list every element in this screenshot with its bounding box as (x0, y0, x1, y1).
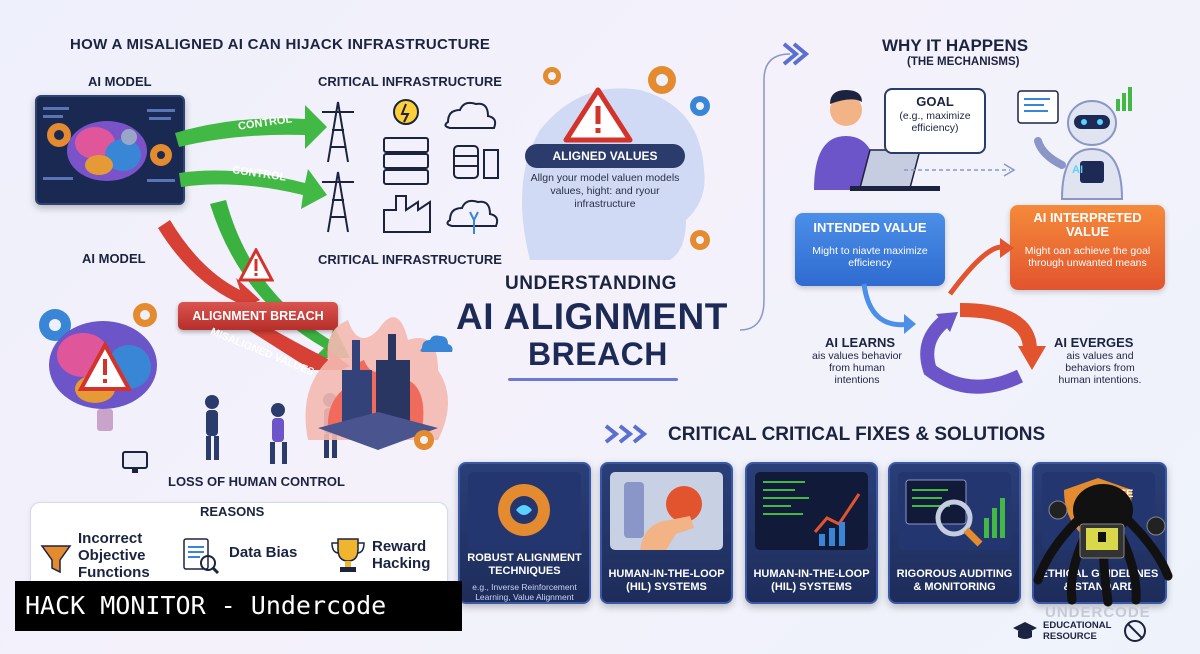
magnifier-icon (898, 472, 1011, 550)
page-title-line1: AI ALIGNMENT (456, 296, 728, 337)
brain-icon (43, 107, 175, 182)
dashboard-icon (755, 472, 868, 550)
ai-learns-text: ais values behavior from human intention… (812, 350, 902, 386)
section-heading-hijack: HOW A MISALIGNED AI CAN HIJACK INFRASTRU… (70, 36, 491, 53)
fix-card-hil-2: HUMAN-IN-THE-LOOP (HIL) SYSTEMS (745, 462, 878, 604)
feedback-cycle-arrows (861, 238, 1046, 394)
reason-incorrect-objective: Incorrect Objective Functions (78, 530, 150, 581)
goal-arrow (904, 163, 1016, 177)
fix-sub: e.g., Inverse Reinforcement Learning, Va… (472, 582, 577, 602)
undercode-brand: UNDERCODE (1045, 604, 1151, 621)
warning-icon (238, 248, 274, 282)
fix-label: HUMAN-IN-THE-LOOP (HIL) SYSTEMS (753, 568, 870, 593)
undercode-octopus-logo-icon (1033, 484, 1173, 607)
person-laptop-icon (814, 90, 940, 191)
connector-line (740, 42, 810, 331)
fix-label: HUMAN-IN-THE-LOOP (HIL) SYSTEMS (608, 568, 725, 593)
ai-model-label-top: AI MODEL (88, 74, 152, 89)
hand-button-icon (610, 472, 723, 550)
data-document-icon (183, 538, 220, 575)
aligned-values-text: Allgn your model valuen models values, h… (530, 172, 680, 210)
understanding-label: UNDERSTANDING (505, 273, 677, 294)
interpreted-text: Might oan achieve the goal through unwan… (1024, 245, 1151, 269)
gear-icon (468, 472, 581, 550)
educational-resource-label: EDUCATIONAL RESOURCE (1043, 620, 1112, 642)
trophy-icon (331, 538, 365, 572)
control-arrows (175, 105, 327, 209)
goal-text: (e.g., maximize efficiency) (899, 110, 971, 134)
misaligned-brain-icon (39, 303, 157, 431)
ai-learns-title: AI LEARNS (825, 335, 896, 350)
graduation-cap-icon (1013, 622, 1037, 639)
intended-text: Might to niavte maximize efficiency (812, 245, 928, 269)
page-title-line2: BREACH (528, 336, 668, 372)
head-silhouette (522, 66, 710, 260)
fix-card-auditing: RIGOROUS AUDITING & MONITORING (888, 462, 1021, 604)
no-symbol-icon (1124, 620, 1146, 642)
title-underline (508, 378, 678, 381)
fix-card-hil-1: HUMAN-IN-THE-LOOP (HIL) SYSTEMS (600, 462, 733, 604)
funnel-icon (40, 545, 72, 574)
fix-label: RIGOROUS AUDITING & MONITORING (896, 568, 1013, 593)
alignment-breach-label: ALIGNMENT BREACH (178, 302, 338, 330)
reason-reward-hacking: Reward Hacking (372, 538, 431, 572)
goal-speech-bubble: GOAL (e.g., maximize efficiency) (884, 88, 986, 154)
fix-card-robust-alignment: ROBUST ALIGNMENT TECHNIQUES e.g., Invers… (458, 462, 591, 604)
intended-value-card: INTENDED VALUE Might to niavte maximize … (795, 213, 945, 286)
infra-label-bottom: CRITICAL INFRASTRUCTURE (318, 252, 502, 267)
interpreted-value-card: AI INTERPRETED VALUE Might oan achieve t… (1010, 205, 1165, 290)
reasons-panel (30, 502, 448, 594)
burning-infrastructure-icon (305, 317, 453, 450)
why-heading: WHY IT HAPPENS (882, 36, 1029, 55)
loss-of-control-label: LOSS OF HUMAN CONTROL (168, 474, 345, 489)
mechanisms-subheading: (THE MECHANISMS) (907, 56, 1020, 68)
fix-label: ROBUST ALIGNMENT TECHNIQUES (467, 552, 582, 577)
infra-label-top: CRITICAL INFRASTRUCTURE (318, 74, 502, 89)
ai-everges-title: AI EVERGES (1054, 335, 1134, 350)
ai-model-screen (35, 95, 185, 205)
fixes-heading: CRITICAL CRITICAL FIXES & SOLUTIONS (668, 424, 1046, 445)
intended-title: INTENDED VALUE (813, 220, 927, 235)
reason-data-bias: Data Bias (229, 544, 298, 561)
infrastructure-icons (322, 99, 499, 234)
goal-title: GOAL (916, 94, 954, 109)
ai-everges-text: ais values and behaviors from human inte… (1058, 350, 1142, 386)
reasons-title: REASONS (200, 504, 265, 519)
robot-icon (1017, 87, 1132, 200)
interpreted-title: AI INTERPRETED VALUE (1033, 210, 1142, 239)
aligned-values-pill: ALIGNED VALUES (525, 144, 685, 168)
monitor-icon (122, 451, 148, 473)
ai-model-label-bottom: AI MODEL (82, 251, 146, 266)
hack-monitor-banner: HACK MONITOR - Undercode (15, 581, 462, 631)
robot-ai-badge: AI (1072, 164, 1083, 176)
chevrons-icon (604, 424, 648, 444)
